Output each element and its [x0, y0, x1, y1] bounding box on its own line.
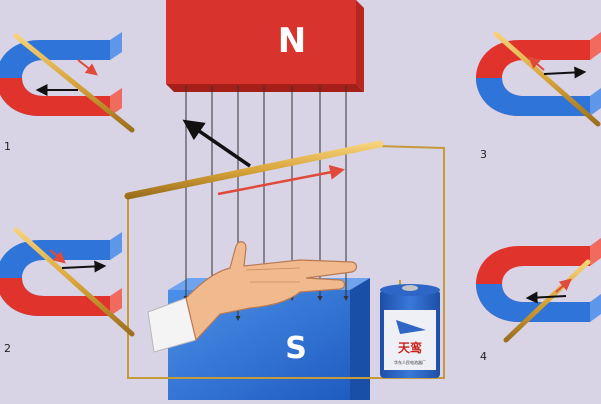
north-magnet: N: [166, 0, 364, 92]
battery-small-text: 华东人民电池器厂: [394, 359, 426, 365]
main-conductor-rod: [124, 140, 384, 200]
panel-3-horseshoe-magnet: [476, 31, 601, 127]
south-pole-label: S: [285, 331, 307, 366]
battery-brand: 天鸾: [398, 340, 422, 355]
force-arrow: [182, 119, 251, 168]
panel-2-horseshoe-magnet: [0, 227, 135, 337]
current-arrow: [217, 164, 345, 196]
panel-1-horseshoe-magnet: [0, 32, 135, 133]
panel-4-number: 4: [480, 350, 487, 363]
left-hand-illustration: [147, 241, 358, 353]
panel-2-number: 2: [4, 342, 11, 355]
battery: 天鸾 华东人民电池器厂: [380, 284, 440, 378]
panel-3-number: 3: [480, 148, 487, 161]
panel-1-number: 1: [4, 140, 11, 153]
bird-logo-icon: [396, 320, 426, 334]
north-pole-label: N: [278, 21, 306, 61]
panel-4-horseshoe-magnet: [476, 238, 601, 343]
